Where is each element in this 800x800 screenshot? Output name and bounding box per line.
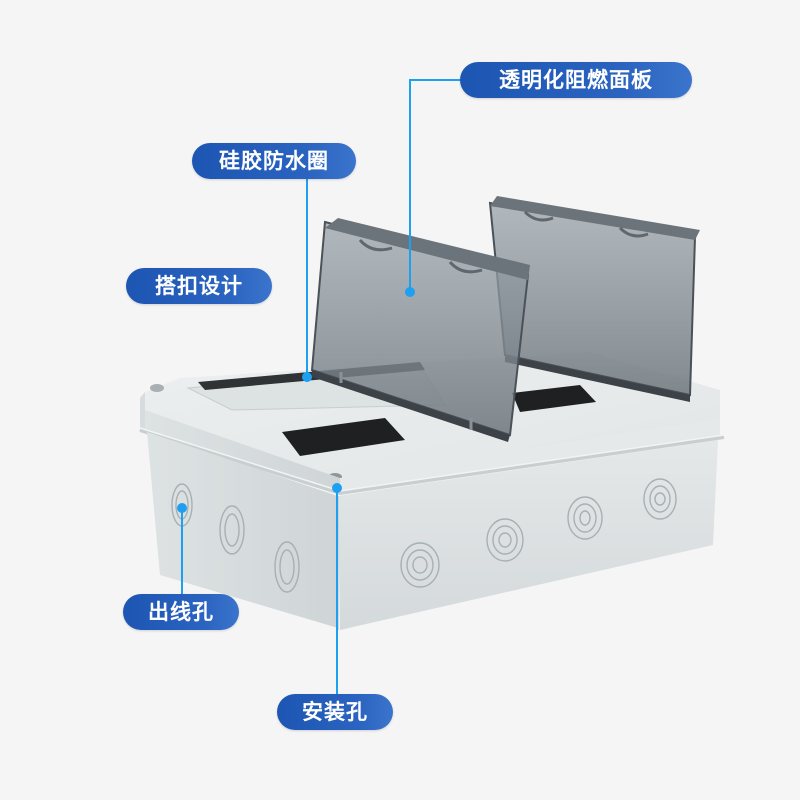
marker-dot-silicone-seal — [302, 372, 312, 382]
knockout-front-4 — [643, 478, 677, 520]
marker-dot-mounting-hole — [332, 483, 342, 493]
knockout-left-2 — [219, 505, 245, 555]
callout-transparent-flame-retardant-panel: 透明化阻燃面板 — [460, 62, 692, 98]
callout-cable-outlet-hole: 出线孔 — [123, 594, 239, 630]
leader-line-transparent-panel-v — [409, 79, 411, 292]
box-lid-band — [139, 392, 725, 496]
callout-mounting-hole: 安装孔 — [277, 694, 393, 730]
knockout-front-1 — [400, 542, 440, 588]
knockout-left-3 — [274, 541, 300, 593]
leader-line-silicone-seal — [306, 179, 308, 377]
knockout-holes — [171, 478, 677, 593]
callout-silicone-waterproof-seal: 硅胶防水圈 — [192, 143, 356, 179]
knockout-front-3 — [567, 496, 603, 540]
marker-dot-transparent-panel — [405, 287, 415, 297]
leader-line-cable-outlet-hole — [181, 508, 183, 594]
transparent-cover-left — [310, 218, 530, 442]
marker-dot-cable-outlet-hole — [177, 503, 187, 513]
callout-snap-latch-design: 搭扣设计 — [126, 268, 272, 304]
box-base — [147, 432, 718, 630]
leader-line-mounting-hole — [336, 488, 338, 694]
transparent-cover-right — [488, 196, 700, 402]
leader-line-transparent-panel-h — [410, 79, 462, 81]
knockout-front-2 — [486, 518, 524, 562]
